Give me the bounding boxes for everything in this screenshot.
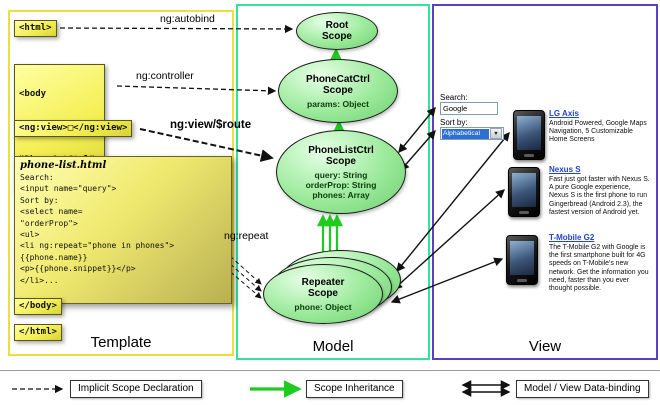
legend-data-binding: Model / View Data-binding bbox=[516, 380, 649, 398]
search-input[interactable] bbox=[440, 102, 498, 115]
implicit-arrow-ng-controller bbox=[116, 85, 277, 95]
implicit-arrow-ng-view-route bbox=[139, 128, 274, 162]
phone-screen bbox=[510, 241, 534, 275]
phonecatctrl-scope-ellipse: PhoneCatCtrl Scope params: Object bbox=[278, 59, 398, 123]
code-line: <p>{{phone.snippet}}</p> bbox=[20, 264, 136, 274]
binding-arrow-phone2 bbox=[392, 189, 506, 290]
phonelist-prop-orderprop: orderProp: String bbox=[305, 179, 377, 190]
template-section: Template bbox=[8, 10, 234, 356]
repeater-scope-ellipse-front: Repeater Scope phone: Object bbox=[263, 264, 383, 324]
phonecat-title: PhoneCatCtrl bbox=[306, 73, 370, 85]
code-line: <ul> bbox=[20, 230, 40, 240]
legend-implicit-scope: Implicit Scope Declaration bbox=[70, 380, 202, 398]
ng-view-route-label: ng:view/$route bbox=[170, 119, 252, 131]
body-close-tag: </body> bbox=[14, 298, 62, 315]
implicit-arrow-ng-autobind bbox=[59, 24, 294, 34]
phone-home-button bbox=[517, 279, 527, 282]
phone-image-tmobile-g2 bbox=[506, 235, 538, 285]
repeater-prop-phone: phone: Object bbox=[294, 301, 352, 312]
code-line: Search: bbox=[20, 173, 54, 182]
binding-arrow-phone1 bbox=[396, 131, 510, 273]
phonelist-title2: Scope bbox=[325, 155, 356, 167]
sort-by-label: Sort by: bbox=[440, 118, 468, 127]
binding-arrow-phone3 bbox=[390, 257, 504, 304]
phone-snippet-nexus-s: Fast just got faster with Nexus S. A pur… bbox=[549, 176, 650, 216]
dropdown-arrow-icon: ▼ bbox=[490, 128, 502, 139]
body-open-line1: <body bbox=[19, 89, 47, 99]
code-line: <select name= bbox=[20, 207, 83, 217]
phonelist-title: PhoneListCtrl bbox=[308, 144, 374, 156]
phone-link-nexus-s[interactable]: Nexus S bbox=[549, 165, 581, 174]
ng-repeat-label: ng:repeat bbox=[224, 230, 269, 242]
binding-arrow-orderprop-sort bbox=[400, 129, 436, 172]
root-scope-ellipse: Root Scope bbox=[296, 12, 378, 50]
ng-view-tag: <ng:view>□</ng:view> bbox=[14, 120, 133, 137]
repeater-title: Repeater bbox=[301, 276, 345, 288]
phone-link-lg-axis[interactable]: LG Axis bbox=[549, 109, 579, 118]
view-section-label: View bbox=[528, 338, 562, 355]
phone-list-template-note: phone-list.html Search: <input name="que… bbox=[14, 156, 232, 304]
phone-home-button bbox=[524, 154, 534, 157]
root-scope-title: Root bbox=[325, 20, 349, 31]
code-line: {{phone.name}} bbox=[20, 252, 88, 262]
html-open-tag: <html> bbox=[14, 20, 57, 37]
sort-select[interactable]: Alphabetical ▼ bbox=[440, 127, 504, 140]
code-line: Sort by: bbox=[20, 195, 59, 205]
phonecat-prop-params: params: Object bbox=[307, 98, 369, 109]
phone-screen bbox=[517, 116, 541, 150]
ng-autobind-label: ng:autobind bbox=[160, 13, 215, 25]
html-close-tag: </html> bbox=[14, 324, 62, 341]
phonecat-title2: Scope bbox=[322, 84, 353, 96]
note-title: phone-list.html bbox=[20, 160, 107, 171]
phone-home-button bbox=[519, 211, 529, 214]
phonelistctrl-scope-ellipse: PhoneListCtrl Scope query: String orderP… bbox=[276, 130, 406, 214]
code-line: <input name="query"> bbox=[20, 184, 117, 194]
phone-image-lg-axis bbox=[513, 110, 545, 160]
phone-snippet-tmobile-g2: The T-Mobile G2 with Google is the first… bbox=[549, 244, 649, 293]
repeater-title2: Scope bbox=[307, 287, 338, 299]
search-label: Search: bbox=[440, 93, 468, 102]
phone-snippet-lg-axis: Android Powered, Google Maps Navigation,… bbox=[549, 120, 647, 144]
code-line: </li>... bbox=[20, 275, 59, 285]
sort-selected-value: Alphabetical bbox=[442, 128, 489, 139]
phone-link-tmobile-g2[interactable]: T-Mobile G2 bbox=[549, 233, 595, 242]
phone-image-nexus-s bbox=[508, 167, 540, 217]
code-line: "orderProp"> bbox=[20, 218, 78, 228]
binding-arrow-query-search bbox=[398, 106, 436, 154]
phonelist-prop-phones: phones: Array bbox=[312, 189, 370, 200]
legend-separator bbox=[0, 370, 660, 371]
phone-screen bbox=[512, 173, 536, 207]
model-section-label: Model bbox=[312, 338, 354, 355]
code-line: <li ng:repeat="phone in phones"> bbox=[20, 241, 175, 251]
phonelist-prop-query: query: String bbox=[314, 169, 368, 180]
legend-scope-inheritance: Scope Inheritance bbox=[306, 380, 403, 398]
ng-controller-label: ng:controller bbox=[136, 70, 194, 82]
root-scope-title2: Scope bbox=[321, 31, 352, 42]
template-section-label: Template bbox=[90, 334, 152, 351]
